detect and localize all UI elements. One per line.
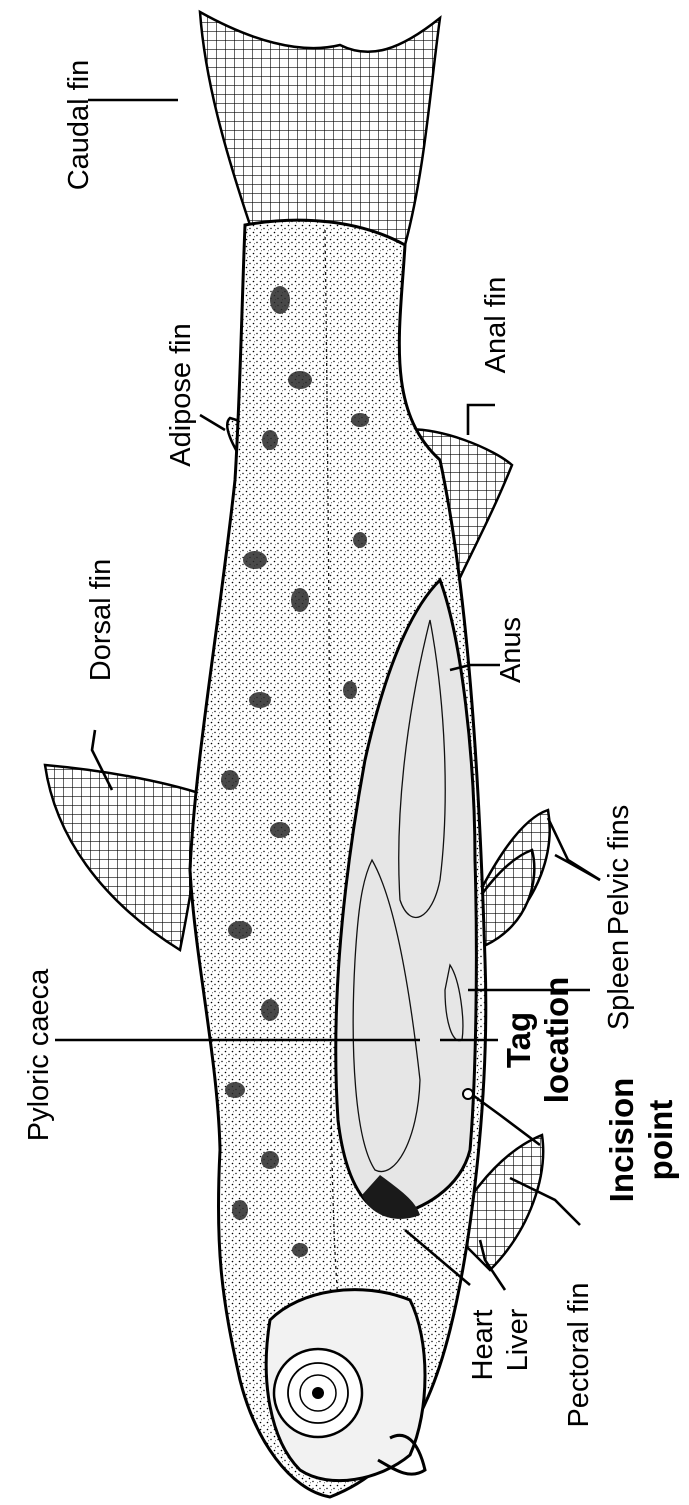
adipose-fin-leader <box>200 415 225 430</box>
label-tag-location-line2: location <box>538 977 575 1104</box>
label-tag-location-line1: Tag <box>500 1012 537 1068</box>
pelvic-fins-leader-b <box>555 855 600 880</box>
caudal-fin <box>200 12 440 245</box>
dorsal-fin <box>45 765 205 950</box>
label-incision-point-line2: point <box>642 1100 679 1181</box>
label-anal-fin: Anal fin <box>480 277 512 374</box>
label-incision-point-line1: Incision <box>603 1078 640 1203</box>
incision-point-mark <box>463 1089 473 1099</box>
anal-fin-leader <box>468 405 495 435</box>
label-heart: Heart <box>467 1310 499 1381</box>
incision-point-leader <box>474 1096 540 1145</box>
label-pectoral-fin: Pectoral fin <box>563 1282 595 1427</box>
label-caudal-fin: Caudal fin <box>63 60 95 191</box>
pelvic-fins-leader-a <box>548 818 600 880</box>
eye-icon <box>274 1349 362 1437</box>
label-spleen: Spleen <box>603 940 635 1030</box>
label-adipose-fin: Adipose fin <box>165 323 197 467</box>
label-pyloric-caeca: Pyloric caeca <box>23 968 55 1141</box>
label-liver: Liver <box>502 1308 534 1371</box>
label-dorsal-fin: Dorsal fin <box>85 559 117 682</box>
label-anus: Anus <box>495 617 527 683</box>
label-pelvic-fins: Pelvic fins <box>603 805 635 936</box>
